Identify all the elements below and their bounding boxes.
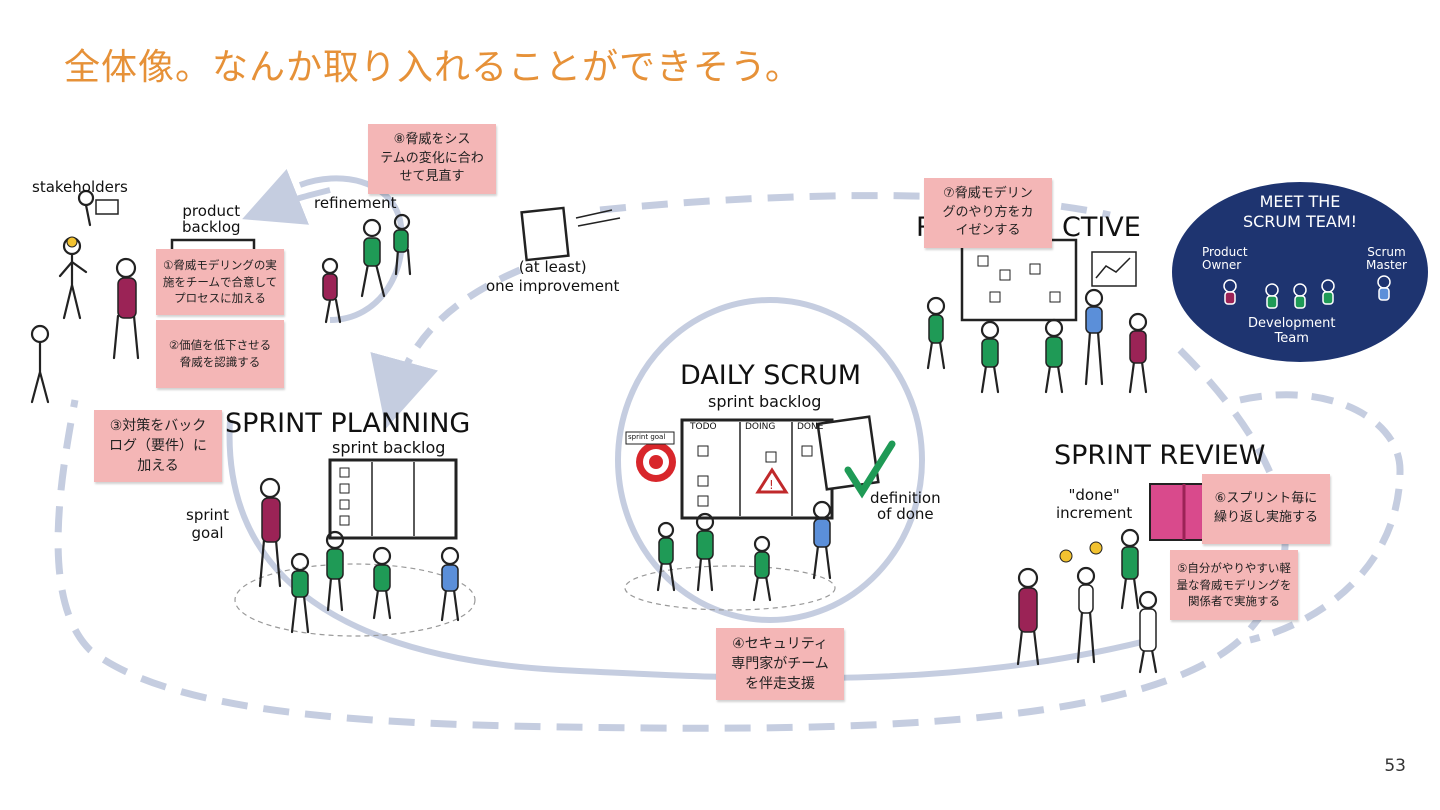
label-retro-right: CTIVE [1062, 212, 1141, 243]
note-5-line-1: ⑤自分がやりやすい軽 [1177, 560, 1291, 575]
label-refinement: refinement [314, 194, 397, 212]
note-8-line-3: せて見直す [399, 169, 465, 185]
note-5: ⑤自分がやりやすい軽量な脅威モデリングを関係者で実施する [1170, 550, 1298, 620]
bottom-solid-arc [226, 419, 1151, 682]
stick-figures [30, 189, 1158, 674]
label-dod-2: of done [876, 505, 934, 523]
label-sprint-planning: SPRINT PLANNING [225, 408, 471, 439]
note-4-line-1: ④セキュリティ [732, 635, 828, 652]
note-1-line-1: ①脅威モデリングの実 [163, 257, 277, 272]
team-development: Development Team [1248, 316, 1336, 346]
label-sprint-backlog-daily: sprint backlog [708, 392, 822, 411]
label-sprint-review: SPRINT REVIEW [1054, 440, 1266, 471]
board-col-todo: TODO [690, 422, 717, 432]
note-1: ①脅威モデリングの実施をチームで合意してプロセスに加える [156, 249, 284, 315]
team-po-1: Product [1202, 245, 1248, 259]
team-sm-1: Scrum [1367, 245, 1406, 259]
label-improvement: (at least) one improvement [486, 258, 619, 296]
note-4: ④セキュリティ専門家がチームを伴走支援 [716, 628, 844, 700]
team-po-2: Owner [1202, 258, 1242, 272]
note-8: ⑧脅威をシステムの変化に合わせて見直す [368, 124, 496, 194]
team-figures [1223, 275, 1391, 309]
label-product-backlog: product backlog [182, 203, 241, 235]
note-4-line-3: を伴走支援 [745, 676, 815, 693]
review-dashed-arc [1239, 391, 1404, 644]
daily-scrum-loop [615, 297, 925, 623]
label-product-backlog-2: backlog [182, 218, 241, 236]
board-col-doing: DOING [745, 422, 776, 432]
team-product-owner: Product Owner [1202, 246, 1248, 272]
team-title-1: MEET THE [1259, 192, 1341, 211]
note-5-line-2: 量な脅威モデリングを [1176, 577, 1292, 592]
note-7-line-2: グのやり方をカ [942, 204, 1034, 220]
label-daily-scrum: DAILY SCRUM [680, 360, 862, 391]
label-increment: "done" increment [1056, 486, 1132, 522]
note-6-line-1: ⑥スプリント毎に [1214, 491, 1318, 507]
svg-text:!: ! [769, 478, 774, 492]
note-3: ③対策をバックログ（要件）に加える [94, 410, 222, 482]
label-product-backlog-1: product [182, 202, 241, 220]
page-number: 53 [1384, 756, 1406, 776]
team-dev-2: Team [1274, 331, 1309, 346]
note-3-line-1: ③対策をバック [109, 417, 207, 434]
team-dev-1: Development [1248, 316, 1336, 331]
team-title-2: SCRUM TEAM! [1242, 212, 1358, 231]
refinement-arrow [242, 169, 331, 225]
laptop-icon [95, 199, 119, 215]
label-definition-of-done: definition of done [870, 490, 941, 522]
document-icon [520, 206, 570, 262]
note-6: ⑥スプリント毎に繰り返し実施する [1202, 474, 1330, 544]
note-8-line-1: ⑧脅威をシス [393, 131, 471, 147]
label-improvement-2: one improvement [486, 277, 620, 295]
note-7: ⑦脅威モデリングのやり方をカイゼンする [924, 178, 1052, 248]
note-8-line-2: テムの変化に合わ [380, 150, 484, 166]
check-icon [844, 440, 896, 499]
clipboard-icon [816, 415, 880, 491]
planning-board [328, 458, 458, 540]
slide-title: 全体像。なんか取り入れることができそう。 [64, 47, 802, 88]
scrum-team-oval: MEET THE SCRUM TEAM! Product Owner Scrum… [1172, 182, 1428, 362]
note-7-line-3: イゼンする [955, 223, 1021, 239]
note-1-line-2: 施をチームで合意して [162, 274, 278, 289]
daily-floor [624, 565, 836, 611]
team-title: MEET THE SCRUM TEAM! [1172, 192, 1428, 232]
retrospective-board [960, 238, 1078, 322]
team-scrum-master: Scrum Master [1366, 246, 1407, 272]
note-1-line-3: プロセスに加える [174, 291, 266, 306]
note-2-line-1: ②価値を低下させる [168, 338, 272, 353]
label-sprint-goal-2: goal [191, 524, 224, 542]
planning-floor [234, 563, 476, 637]
label-sprint-backlog-planning: sprint backlog [332, 438, 446, 457]
daily-board [680, 418, 834, 520]
note-2: ②価値を低下させる脅威を認識する [156, 320, 284, 388]
label-increment-1: "done" [1068, 486, 1120, 504]
label-stakeholders: stakeholders [32, 178, 128, 196]
label-improvement-1: (at least) [518, 258, 587, 276]
improvement-dashed-arrow [370, 266, 522, 429]
note-4-line-2: 専門家がチーム [731, 655, 829, 672]
note-7-line-1: ⑦脅威モデリン [943, 185, 1033, 201]
refinement-loop [298, 175, 405, 323]
label-sprint-goal-tag: sprint goal [628, 433, 666, 441]
figure-shirts [117, 229, 1157, 652]
note-5-line-3: 関係者で実施する [1188, 594, 1280, 609]
note-2-line-2: 脅威を認識する [179, 355, 261, 369]
note-3-line-3: 加える [137, 458, 179, 475]
board-col-done: DONE [797, 422, 824, 432]
note-6-line-2: 繰り返し実施する [1213, 510, 1318, 525]
note-3-line-2: ログ（要件）に [109, 437, 207, 454]
label-sprint-goal: sprint goal [186, 506, 229, 542]
team-sm-2: Master [1366, 258, 1407, 272]
label-sprint-goal-1: sprint [186, 506, 230, 524]
label-dod-1: definition [870, 489, 941, 507]
warning-icon [755, 467, 789, 494]
label-increment-2: increment [1056, 504, 1133, 522]
